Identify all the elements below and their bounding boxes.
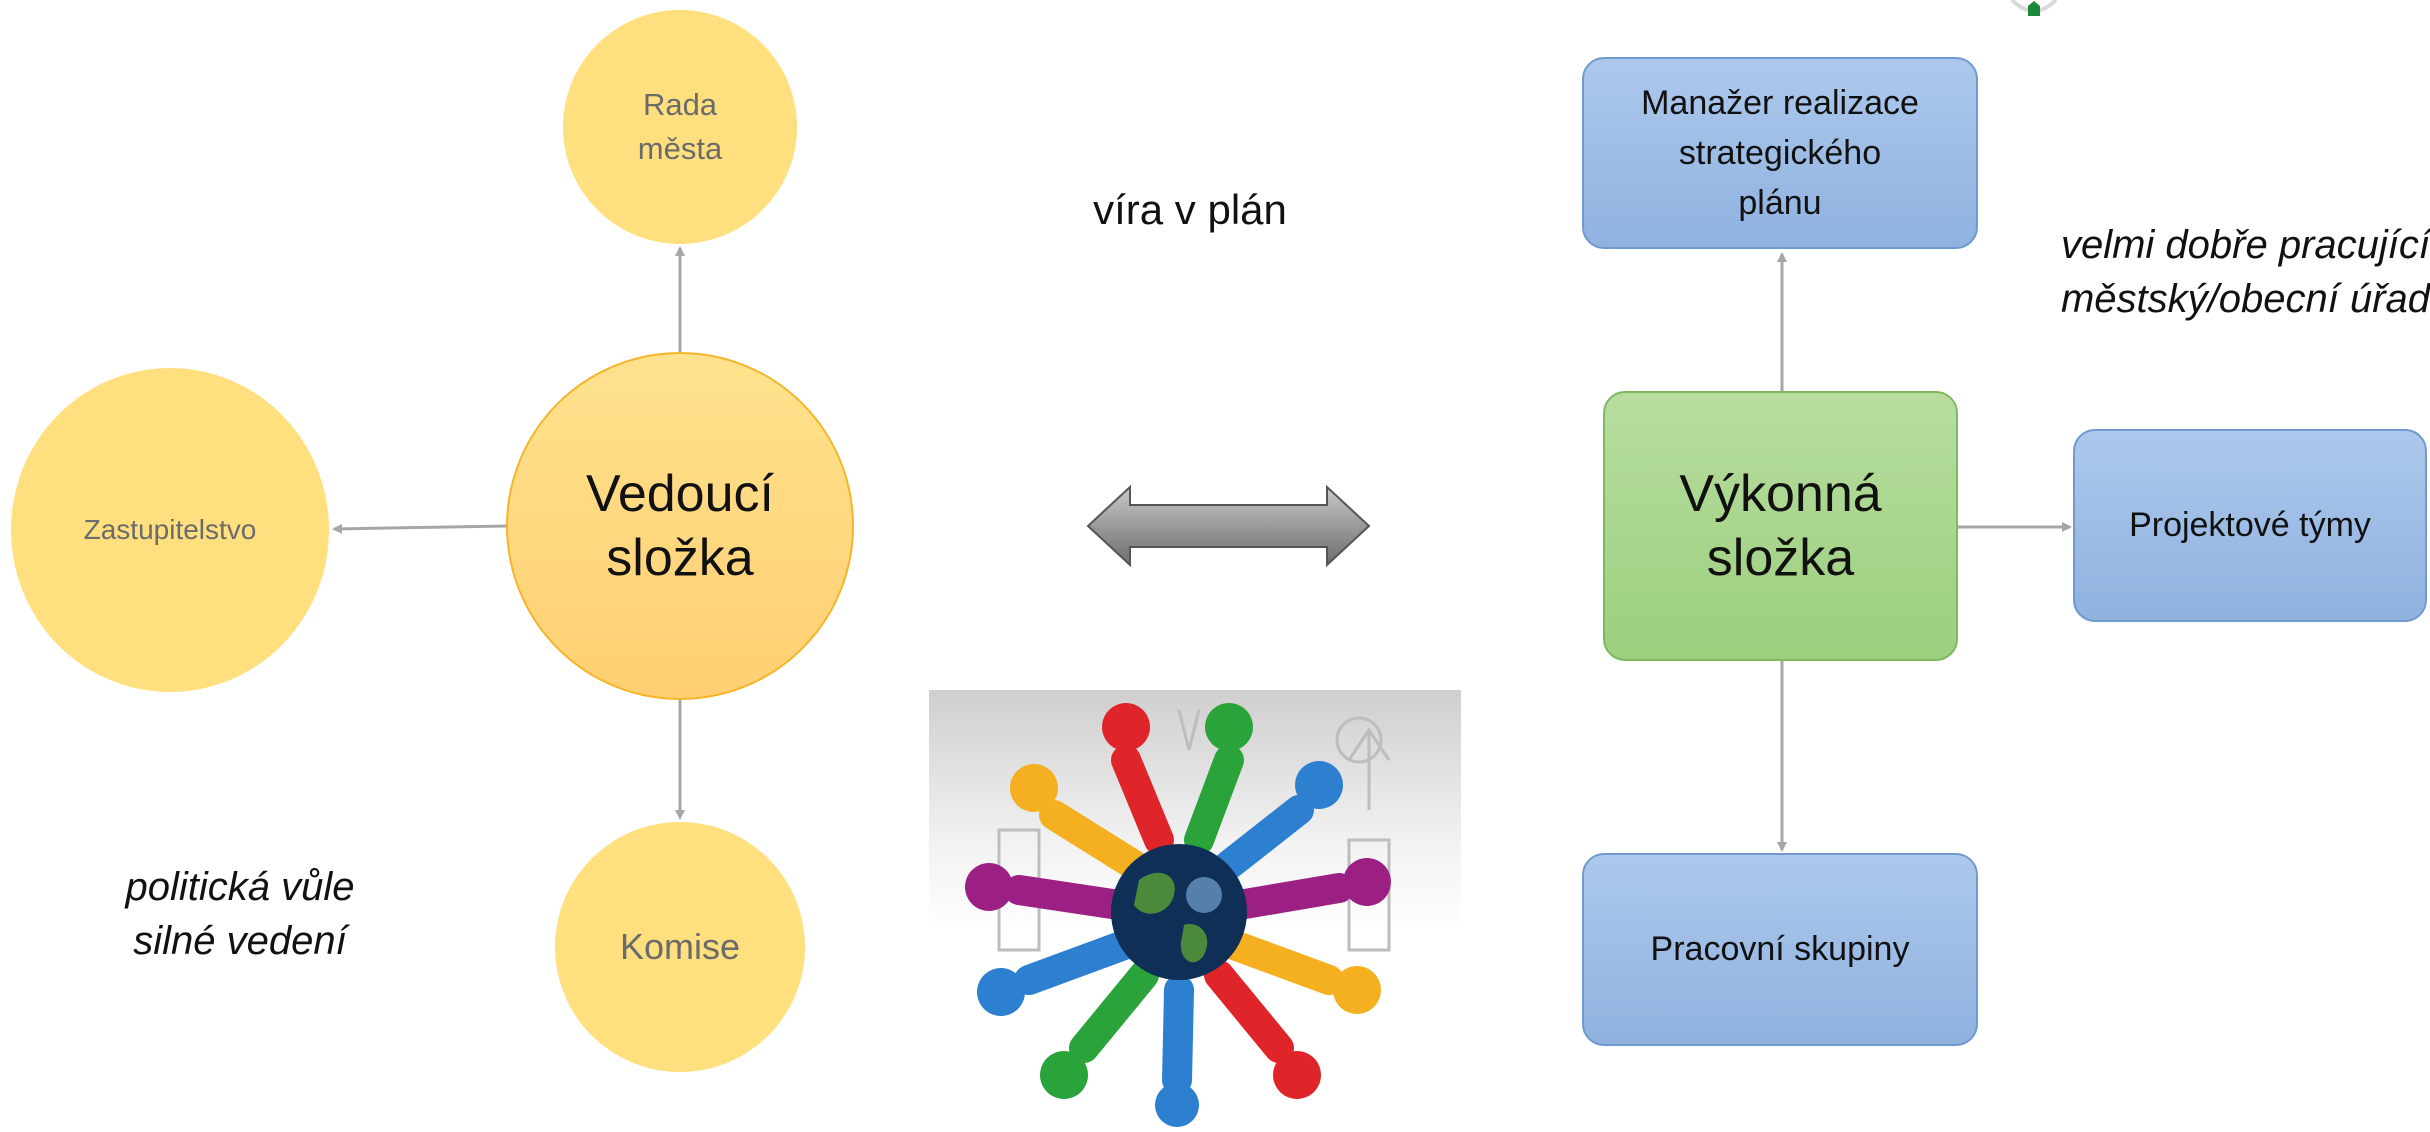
- komise-circle: Komise: [555, 822, 805, 1072]
- manazer-realizace-box: Manažer realizace strategického plánu: [1582, 57, 1978, 249]
- manazer-realizace-label: Manažer realizace strategického plánu: [1641, 84, 1919, 222]
- logo-icon: [2004, 0, 2064, 20]
- pracovni-skupiny-box: Pracovní skupiny: [1582, 853, 1978, 1046]
- zastupitelstvo-circle: Zastupitelstvo: [11, 368, 329, 692]
- vedouci-slozka-circle: Vedoucí složka: [506, 352, 854, 700]
- projektove-tymy-label: Projektové týmy: [2129, 506, 2371, 544]
- politicka-vule-caption: politická vůle silné vedení: [125, 865, 355, 963]
- vykonna-slozka-box: Výkonná složka: [1603, 391, 1958, 661]
- people-around-globe-illustration: [929, 690, 1461, 1127]
- rada-mesta-circle: Rada města: [563, 10, 797, 244]
- projektove-tymy-box: Projektové týmy: [2073, 429, 2427, 622]
- pracovni-skupiny-label: Pracovní skupiny: [1650, 930, 1910, 968]
- vira-v-plan-caption: víra v plán: [1093, 186, 1287, 233]
- arrow-to-zastupitelstvo: [332, 523, 508, 534]
- komise-label: Komise: [619, 926, 741, 967]
- rada-mesta-label: Rada města: [637, 87, 723, 166]
- zastupitelstvo-label: Zastupitelstvo: [83, 514, 257, 545]
- vykonna-slozka-label: Výkonná složka: [1679, 465, 1882, 587]
- mestsky-urad-caption: velmi dobře pracující městský/obecní úřa…: [2060, 223, 2430, 321]
- double-arrow-icon: [1086, 484, 1371, 568]
- vedouci-slozka-label: Vedoucí složka: [586, 465, 774, 587]
